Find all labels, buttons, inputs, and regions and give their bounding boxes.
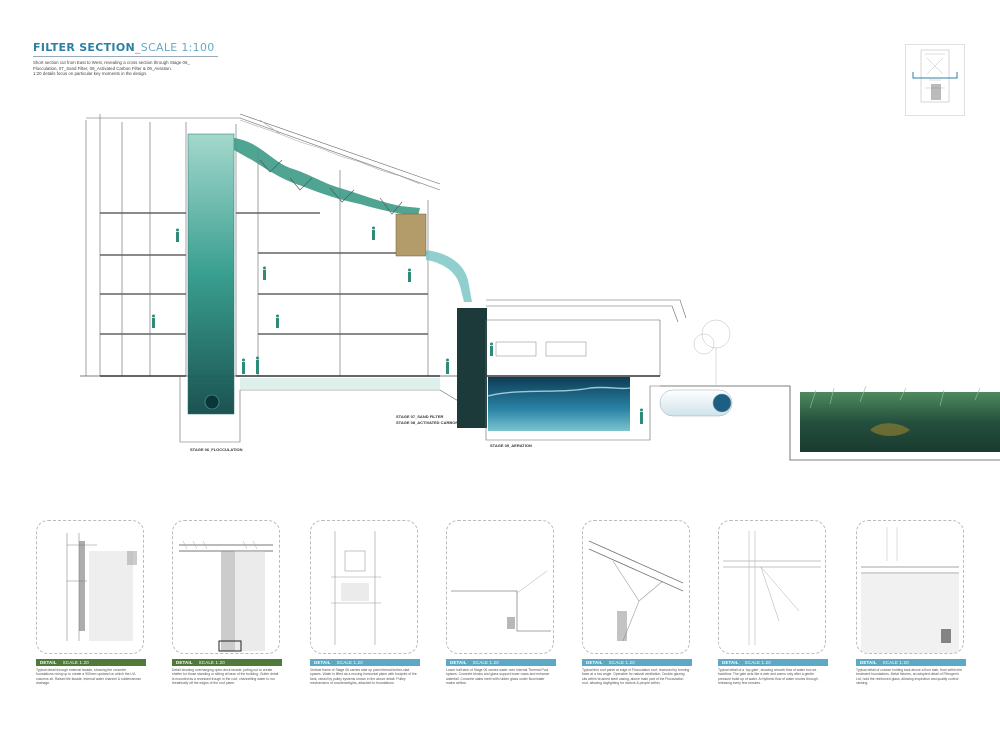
- detail-scale: SCALE 1:20: [472, 660, 499, 665]
- detail-scale: SCALE 1:20: [336, 660, 363, 665]
- detail-bar: DETAIL SCALE 1:20: [172, 659, 282, 666]
- description-line: Short section cut from East to West, rev…: [33, 60, 190, 65]
- tank-outlet: [204, 394, 220, 410]
- detail-bar: DETAIL SCALE 1:20: [718, 659, 828, 666]
- detail-label: DETAIL: [176, 660, 193, 665]
- detail-drawing: [582, 520, 690, 654]
- drawing-description: Short section cut from East to West, rev…: [33, 60, 218, 77]
- detail-drawing: [172, 520, 280, 654]
- detail-drawing: [36, 520, 144, 654]
- detail-card: DETAIL SCALE 1:20 Typical detail through …: [36, 520, 148, 686]
- detail-note: Vertical frame of Stage 06 carries stair…: [310, 668, 417, 686]
- detail-card: DETAIL SCALE 1:20 Typical detail of custo…: [856, 520, 968, 686]
- key-map-icon: [905, 44, 965, 116]
- label-activated-carbon: STAGE 08_ACTIVATED CARBON: [396, 420, 458, 425]
- detail-bar: DETAIL SCALE 1:20: [36, 659, 146, 666]
- detail-bar: DETAIL SCALE 1:20: [446, 659, 556, 666]
- detail-drawing-icon: [66, 533, 137, 641]
- roof-waterfall: [234, 138, 420, 216]
- detail-drawing-icon: [451, 570, 551, 632]
- details-row: DETAIL SCALE 1:20 Typical detail through …: [0, 520, 1000, 710]
- people-figures: [152, 226, 643, 424]
- detail-drawing: [718, 520, 826, 654]
- drawing-title: FILTER SECTION_SCALE 1:100: [33, 41, 215, 54]
- detail-drawing-icon: [331, 531, 381, 645]
- detail-note: Typical detail of custom holding tank ab…: [856, 668, 963, 686]
- detail-scale: SCALE 1:20: [608, 660, 635, 665]
- label-flocculation: STAGE 06_FLOCCULATION: [190, 447, 243, 452]
- description-line: 1:20 details focus on particular key mom…: [33, 71, 148, 77]
- sand-filter-block: [396, 214, 426, 256]
- detail-scale: SCALE 1:20: [744, 660, 771, 665]
- detail-note: Typical detail through external facade, …: [36, 668, 141, 686]
- ground-water-channel: [240, 378, 440, 390]
- detail-card: DETAIL SCALE 1:20 Typical thin roof panel…: [582, 520, 694, 686]
- activated-carbon-column: [457, 308, 487, 428]
- drawing-header: FILTER SECTION_SCALE 1:100 Short section…: [33, 41, 218, 77]
- reed-bed: [800, 392, 1000, 452]
- detail-card: DETAIL SCALE 1:20 Vertical frame of Stage…: [310, 520, 422, 686]
- description-line: Flocculation, 07_Sand Filter, 08_Activat…: [33, 65, 172, 71]
- tree-outline: [693, 319, 731, 386]
- outflow-pipe: [659, 389, 733, 417]
- detail-card: DETAIL SCALE 1:20 Detail showing overhang…: [172, 520, 284, 686]
- detail-scale: SCALE 1:20: [198, 660, 225, 665]
- detail-drawing: [856, 520, 964, 654]
- detail-drawing: [310, 520, 418, 654]
- detail-drawing-icon: [179, 540, 273, 652]
- detail-drawing-icon: [861, 527, 959, 653]
- detail-label: DETAIL: [40, 660, 57, 665]
- detail-note: Detail showing overhanging open-deck fac…: [172, 668, 279, 686]
- detail-bar: DETAIL SCALE 1:20: [310, 659, 420, 666]
- title-rule: [33, 56, 218, 57]
- detail-scale: SCALE 1:20: [882, 660, 909, 665]
- detail-drawing-icon: [588, 540, 684, 642]
- detail-drawing-icon: [723, 531, 821, 645]
- detail-drawing: [446, 520, 554, 654]
- waterfall-stream: [426, 250, 472, 302]
- drawing-scale: _SCALE 1:100: [134, 41, 215, 54]
- detail-label: DETAIL: [586, 660, 603, 665]
- flocculation-building: [85, 113, 471, 443]
- detail-note: Typical detail of a 'top gate', showing …: [718, 668, 819, 686]
- pipe-outlet: [712, 393, 732, 413]
- detail-label: DETAIL: [314, 660, 331, 665]
- detail-label: DETAIL: [722, 660, 739, 665]
- detail-note: Lower half tank of Stage 06 carries wate…: [446, 668, 550, 686]
- detail-label: DETAIL: [450, 660, 467, 665]
- detail-scale: SCALE 1:20: [62, 660, 89, 665]
- aeration-pool: [488, 377, 630, 431]
- detail-label: DETAIL: [860, 660, 877, 665]
- label-sand-filter: STAGE 07_SAND FILTER: [396, 414, 444, 419]
- flocculation-tank: [188, 134, 234, 414]
- aeration-building: [485, 299, 687, 441]
- detail-bar: DETAIL SCALE 1:20: [582, 659, 692, 666]
- detail-bar: DETAIL SCALE 1:20: [856, 659, 966, 666]
- label-aeration: STAGE 09_AERATION: [490, 443, 532, 448]
- detail-card: DETAIL SCALE 1:20 Lower half tank of Stag…: [446, 520, 558, 686]
- filter-section-drawing: STAGE 06_FLOCCULATION STAGE 07_SAND FILT…: [80, 113, 1000, 461]
- detail-card: DETAIL SCALE 1:20 Typical detail of a 'to…: [718, 520, 830, 686]
- detail-note: Typical thin roof panel at edge of Flocc…: [582, 668, 690, 686]
